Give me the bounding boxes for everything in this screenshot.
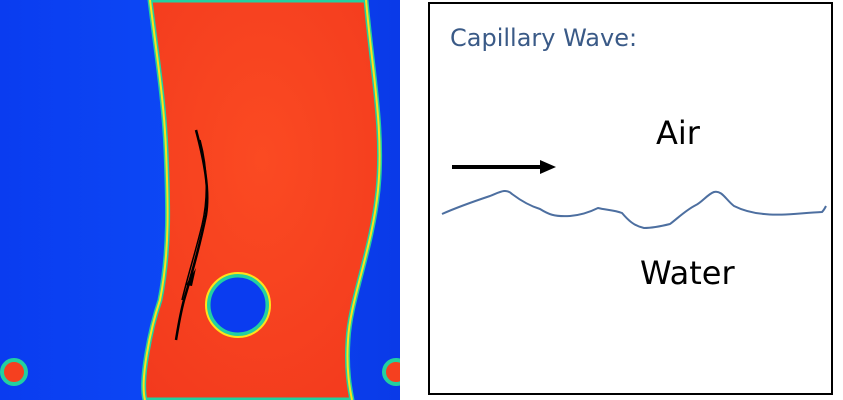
water-droplet-interface bbox=[205, 272, 271, 338]
capillary-wave-line bbox=[441, 189, 827, 230]
water-droplet bbox=[205, 272, 271, 338]
right-arrow-icon bbox=[452, 160, 556, 174]
schematic-panel: Capillary Wave: Air Water bbox=[428, 2, 833, 395]
air-band bbox=[141, 0, 383, 400]
air-band-interface-inner-right bbox=[346, 0, 381, 400]
edge-drop-left bbox=[0, 358, 28, 386]
simulation-image bbox=[0, 0, 400, 400]
air-band-interface-inner bbox=[142, 0, 169, 400]
water-label: Water bbox=[640, 254, 735, 292]
trajectory-arrowhead bbox=[186, 268, 196, 286]
air-label: Air bbox=[656, 114, 700, 152]
edge-drop-right bbox=[382, 358, 400, 386]
schematic-title: Capillary Wave: bbox=[450, 24, 638, 52]
trajectory-line-secondary bbox=[181, 139, 207, 301]
